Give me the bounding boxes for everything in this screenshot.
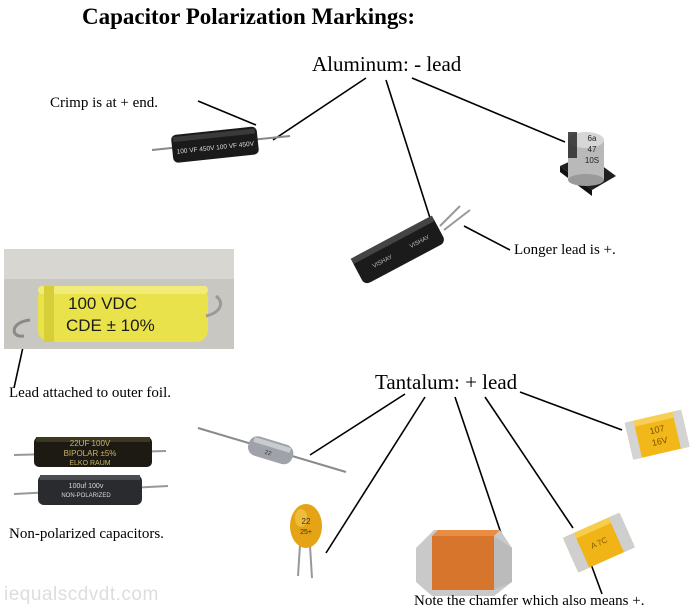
tantalum-heading: Tantalum: + lead	[375, 370, 518, 394]
bipolar-marking-3: ELKO RAUM	[69, 460, 110, 467]
non-polarized-note: Non-polarized capacitors.	[9, 526, 164, 542]
foil-note: Lead attached to outer foil.	[9, 385, 172, 401]
tantalum-orange-chip	[416, 530, 512, 596]
chamfer-note: Note the chamfer which also means +.	[414, 593, 645, 609]
smd-marking-2: 47	[588, 145, 597, 154]
bipolar-marking-2: BIPOLAR ±5%	[64, 449, 117, 458]
np-marking-2: NON-POLARIZED	[61, 493, 111, 499]
aluminum-smd-capacitor: 6a 47 10S	[560, 132, 616, 196]
line-ta-dip	[325, 396, 426, 554]
line-ta-chamfer	[454, 396, 507, 549]
aluminum-radial-capacitor: VISHAY VISHAY	[350, 205, 471, 284]
film-marking-1: 100 VDC	[68, 294, 137, 313]
dip-marking-1: 22	[302, 517, 311, 526]
line-al-smd	[411, 77, 566, 143]
smd-marking-3: 10S	[585, 156, 599, 165]
svg-text:22: 22	[264, 450, 273, 458]
tantalum-chip-107: 107 16V	[624, 409, 690, 460]
np-marking-1: 100uf 100v	[69, 483, 104, 490]
line-ta-yellow-chip	[484, 396, 574, 529]
bipolar-marking-1: 22UF 100V	[70, 439, 111, 448]
line-al-axial	[272, 77, 367, 141]
dip-marking-2: 25+	[300, 529, 312, 536]
bipolar-capacitor: 22UF 100V BIPOLAR ±5% ELKO RAUM	[13, 437, 167, 467]
film-marking-2: CDE ± 10%	[66, 316, 155, 335]
line-longer-lead	[463, 225, 511, 251]
line-ta-chip	[519, 391, 623, 431]
film-capacitor-photo: 100 VDC CDE ± 10%	[4, 249, 234, 349]
page-title: Capacitor Polarization Markings:	[82, 4, 416, 29]
line-ta-axial	[309, 393, 406, 456]
smd-marking-1: 6a	[588, 134, 597, 143]
longer-lead-note: Longer lead is +.	[514, 242, 616, 258]
tantalum-yellow-chip: A 7C	[562, 512, 635, 573]
chip-marking-1: 107	[649, 423, 666, 436]
aluminum-axial-capacitor: 100 VF 450V 100 VF 450V	[151, 126, 291, 163]
chip-marking-2: 16V	[651, 435, 669, 448]
tantalum-axial-capacitor: 22	[197, 427, 347, 473]
line-crimp	[197, 100, 257, 126]
watermark: iequalscdvdt.com	[4, 584, 159, 605]
line-al-radial	[385, 79, 431, 219]
non-polarized-capacitor: 100uf 100v NON-POLARIZED	[13, 475, 169, 505]
tantalum-dipped-capacitor: 22 25+	[290, 504, 322, 579]
aluminum-heading: Aluminum: - lead	[312, 52, 462, 76]
crimp-note: Crimp is at + end.	[50, 95, 159, 111]
